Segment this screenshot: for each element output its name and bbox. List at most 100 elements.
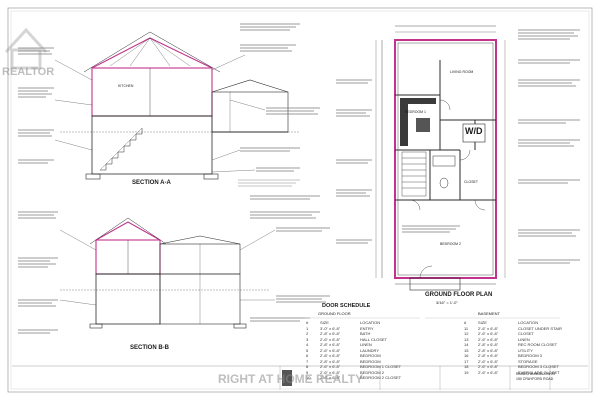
door-size: 2'-8" x 6'-8" <box>320 331 341 336</box>
door-size: 2'-6" x 6'-8" <box>320 364 341 369</box>
door-size: 2'-6" x 6'-8" <box>478 331 499 336</box>
door-number: 5 <box>306 347 309 353</box>
door-location: LINEN <box>518 336 530 342</box>
door-location: CLOSET UNDER STAIR <box>518 325 562 331</box>
watermark-realtor: REALTOR <box>2 66 55 78</box>
door-number: 13 <box>464 336 469 342</box>
section-a-notes <box>18 23 320 172</box>
door-location: CLOSET <box>518 331 535 336</box>
door-size: 2'-6" x 6'-8" <box>320 369 341 375</box>
ground-floor-label: GROUND FLOOR <box>318 311 351 316</box>
door-number: 16 <box>464 353 469 358</box>
table-row: 4 2'-8" x 6'-8" LINEN <box>306 342 420 348</box>
floor-plan-drawing <box>375 25 506 291</box>
basement-header: # SIZE LOCATION <box>464 320 578 326</box>
room-label-bedroom-2: BEDROOM 2 <box>440 242 462 246</box>
title-block-address: 150 CRAYFORD ROAD <box>516 377 554 381</box>
door-location: STORAGE <box>518 358 538 364</box>
table-row: 1 3'-0" x 6'-8" ENTRY <box>306 326 420 332</box>
door-location: BEDROOM 2 CLOSET <box>360 375 402 380</box>
table-row: 8 2'-6" x 6'-8" BEDROOM 1 CLOSET <box>306 364 420 370</box>
door-number: 6 <box>306 353 309 358</box>
ground-col-num: # <box>306 320 309 325</box>
door-size: 2'-8" x 6'-8" <box>478 347 499 353</box>
door-location: BEDROOM <box>360 358 381 364</box>
door-size: 2'-6" x 6'-8" <box>478 325 499 331</box>
general-notes <box>238 179 300 187</box>
door-number: 8 <box>306 364 309 369</box>
door-number: 14 <box>464 342 469 347</box>
basement-col-num: # <box>464 320 467 325</box>
door-schedule-ground: # SIZE LOCATION 1 3'-0" x 6'-8" ENTRY 2 2'-8… <box>306 320 420 381</box>
door-size: 2'-8" x 6'-8" <box>320 342 341 347</box>
basement-col-size: SIZE <box>478 320 487 325</box>
table-row: 16 2'-8" x 6'-8" BEDROOM 3 <box>464 353 578 359</box>
table-row: 19 2'-6" x 6'-8" EVERGLADE CLOSET <box>464 370 578 376</box>
watermark-footer: RIGHT AT HOME REALTY <box>218 372 364 386</box>
door-location: LINEN <box>360 342 372 347</box>
door-location: BEDROOM <box>360 353 381 358</box>
door-location: ENTRY <box>360 325 374 331</box>
table-row: 10 2'-6" x 6'-8" BEDROOM 2 CLOSET <box>306 375 420 381</box>
floor-plan-scale: 3/16" = 1'-0" <box>436 300 458 305</box>
section-b-notes <box>18 195 330 334</box>
door-number: 18 <box>464 364 469 369</box>
door-location: UTILITY <box>518 347 533 353</box>
door-size: 2'-6" x 6'-8" <box>478 369 499 375</box>
door-number: 12 <box>464 331 469 336</box>
room-label-living: LIVING ROOM <box>450 70 474 74</box>
title-block <box>12 365 588 390</box>
door-schedule-basement: # SIZE LOCATION 11 2'-6" x 6'-8" CLOSET UN… <box>464 320 578 375</box>
door-number: 11 <box>464 325 469 331</box>
section-b-title: SECTION B-B <box>130 345 169 351</box>
door-number: 17 <box>464 358 469 364</box>
door-number: 2 <box>306 331 309 336</box>
door-number: 3 <box>306 336 309 342</box>
title-block-logo <box>282 370 292 386</box>
door-number: 15 <box>464 347 469 353</box>
door-size: 2'-6" x 6'-8" <box>478 364 499 369</box>
ground-col-size: SIZE <box>320 320 329 325</box>
door-location: BEDROOM 2 <box>360 369 385 375</box>
room-label-kitchen: KITCHEN <box>118 84 134 88</box>
door-size: 2'-8" x 6'-8" <box>320 358 341 364</box>
table-row: 15 2'-8" x 6'-8" UTILITY <box>464 348 578 354</box>
door-number: 1 <box>306 325 309 331</box>
table-row: 18 2'-6" x 6'-8" BEDROOM 3 CLOSET <box>464 364 578 370</box>
sheet-border <box>7 7 593 393</box>
door-location: BEDROOM 3 CLOSET <box>518 364 560 369</box>
door-location: EVERGLADE CLOSET <box>518 369 560 375</box>
door-size: 2'-6" x 6'-8" <box>478 336 499 342</box>
ground-header: # SIZE LOCATION <box>306 320 420 326</box>
section-b-drawing <box>59 217 276 329</box>
floor-plan-notes <box>336 29 580 264</box>
table-row: 7 2'-8" x 6'-8" BEDROOM <box>306 359 420 365</box>
door-number: 7 <box>306 358 309 364</box>
door-schedule-title: DOOR SCHEDULE <box>322 303 371 309</box>
door-size: 2'-6" x 6'-8" <box>320 375 341 380</box>
basement-col-location: LOCATION <box>518 320 539 325</box>
title-block-project: RAISED BUNGALOW AT <box>516 372 556 376</box>
door-number: 4 <box>306 342 309 347</box>
door-location: REC ROOM CLOSET <box>518 342 558 347</box>
door-number: 19 <box>464 369 469 375</box>
door-number: 10 <box>306 375 311 380</box>
door-location: BEDROOM 1 CLOSET <box>360 364 402 369</box>
door-location: BEDROOM 3 <box>518 353 543 358</box>
door-location: BATH <box>360 331 371 336</box>
door-size: 2'-8" x 6'-8" <box>478 353 499 358</box>
door-location: HALL CLOSET <box>360 336 387 342</box>
table-row: 13 2'-6" x 6'-8" LINEN <box>464 337 578 343</box>
room-label-bedroom-1: BEDROOM 1 <box>405 110 427 114</box>
door-size: 3'-0" x 6'-8" <box>320 325 341 331</box>
section-a-drawing <box>54 31 300 180</box>
ground-col-location: LOCATION <box>360 320 381 325</box>
table-row: 11 2'-6" x 6'-8" CLOSET UNDER STAIR <box>464 326 578 332</box>
